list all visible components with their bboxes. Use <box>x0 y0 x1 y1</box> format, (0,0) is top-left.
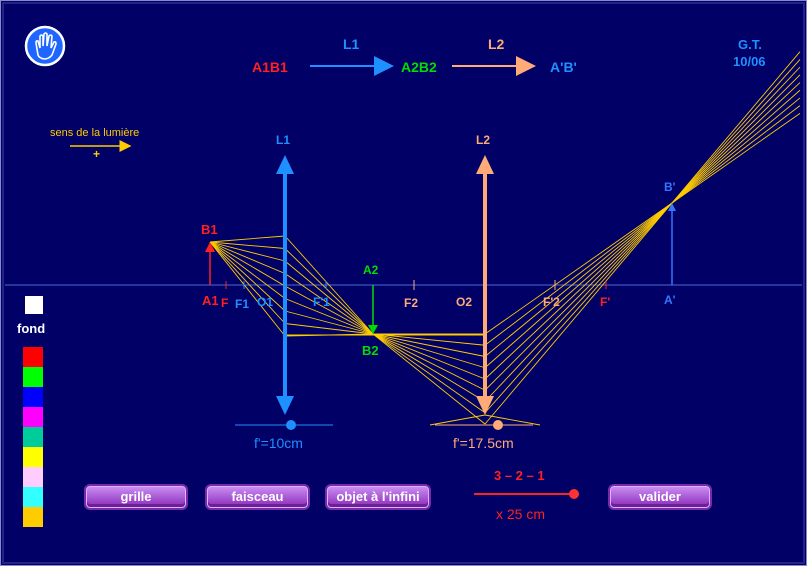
focal1-readout: f'=10cm <box>254 435 303 451</box>
ray-segment <box>209 241 286 274</box>
ray-segment <box>372 333 486 346</box>
label-o2: O2 <box>456 295 473 309</box>
chain-object: A1B1 <box>252 59 288 75</box>
palette-swatch[interactable] <box>23 487 43 507</box>
ray-segment <box>209 241 286 337</box>
ray-segment <box>484 202 673 414</box>
ray-segment <box>671 105 801 204</box>
ray-segment <box>209 241 286 324</box>
light-rays <box>209 51 801 426</box>
ray-segment <box>209 241 286 287</box>
label-fp: F' <box>600 295 611 309</box>
label-f2: F2 <box>404 296 419 310</box>
lens1-label: L1 <box>276 133 291 147</box>
ray-segment <box>671 89 801 204</box>
ray-segment <box>284 248 374 335</box>
direction-sign: + <box>93 147 101 161</box>
palette-swatch[interactable] <box>23 387 43 407</box>
ray-segment <box>671 82 801 204</box>
ray-segment <box>671 51 801 204</box>
ray-segment <box>429 414 486 426</box>
ray-segment <box>284 273 374 335</box>
label-fp1: F'1 <box>313 295 330 309</box>
ray-segment <box>284 298 374 335</box>
ray-segment <box>209 235 286 243</box>
palette-swatch[interactable] <box>23 427 43 447</box>
ray-segment <box>484 202 673 402</box>
label-fp2: F'2 <box>543 295 560 309</box>
objet-infini-button[interactable]: objet à l'infini <box>327 486 429 508</box>
label-a2: A2 <box>363 263 379 277</box>
valider-button[interactable]: valider <box>610 486 710 508</box>
chain-lens2-label: L2 <box>488 36 505 52</box>
credit-line1: G.T. <box>738 37 762 52</box>
label-ap: A' <box>664 293 676 307</box>
ray-segment <box>484 202 673 391</box>
ray-segment <box>284 323 374 335</box>
ray-segment <box>484 202 673 357</box>
scale-slider-knob[interactable] <box>569 489 579 499</box>
ray-segment <box>372 333 486 357</box>
label-f1: F1 <box>235 297 250 311</box>
scale-digits: 3 – 2 – 1 <box>494 468 545 483</box>
palette-swatch[interactable] <box>23 447 43 467</box>
lens-l1[interactable] <box>276 155 294 415</box>
ray-segment <box>484 202 673 335</box>
chain-intermediate: A2B2 <box>401 59 437 75</box>
focal1-slider-knob[interactable] <box>286 420 296 430</box>
ray-segment <box>372 333 486 391</box>
label-bp: B' <box>664 180 676 194</box>
ray-segment <box>372 333 486 402</box>
credit-line2: 10/06 <box>733 54 766 69</box>
object-a1b1[interactable] <box>205 242 215 285</box>
ray-segment <box>671 59 801 204</box>
direction-label: sens de la lumière <box>50 127 140 139</box>
ray-segment <box>284 235 374 335</box>
palette-swatch[interactable] <box>23 467 43 487</box>
focal2-slider-knob[interactable] <box>493 420 503 430</box>
ray-segment <box>671 112 801 204</box>
ray-segment <box>484 202 673 380</box>
palette-swatch[interactable] <box>23 347 43 367</box>
ray-segment <box>484 202 673 346</box>
ray-segment <box>671 97 801 204</box>
ray-segment <box>209 241 286 299</box>
palette-swatch[interactable] <box>23 407 43 427</box>
ray-segment <box>671 66 801 204</box>
label-f: F <box>221 296 229 310</box>
ray-segment <box>372 333 486 369</box>
ray-segment <box>284 260 374 335</box>
label-b1: B1 <box>201 222 218 237</box>
scale-label: x 25 cm <box>496 506 546 522</box>
ray-segment <box>209 241 286 312</box>
hand-icon[interactable] <box>24 25 66 67</box>
label-a1: A1 <box>202 293 219 308</box>
faisceau-button[interactable]: faisceau <box>207 486 308 508</box>
ray-segment <box>671 74 801 204</box>
ray-segment <box>372 333 486 425</box>
ray-segment <box>209 241 286 249</box>
palette-swatch[interactable] <box>23 367 43 387</box>
ray-segment <box>284 310 374 335</box>
palette-swatch[interactable] <box>23 507 43 527</box>
fond-label: fond <box>17 321 46 336</box>
ray-segment <box>484 202 673 425</box>
label-o1: O1 <box>257 295 274 309</box>
ray-segment <box>209 241 286 262</box>
chain-lens1-label: L1 <box>343 36 360 52</box>
lens2-label: L2 <box>476 133 491 147</box>
ray-segment <box>372 333 486 414</box>
focal2-readout: f'=17.5cm <box>453 435 514 451</box>
ray-segment <box>484 202 673 369</box>
ray-segment <box>484 414 541 426</box>
chain-image: A'B' <box>550 59 577 75</box>
grille-button[interactable]: grille <box>86 486 186 508</box>
fond-swatch <box>25 296 43 314</box>
ray-segment <box>284 285 374 335</box>
label-b2: B2 <box>362 343 379 358</box>
ray-segment <box>372 333 486 380</box>
lens-l2[interactable] <box>476 155 494 415</box>
